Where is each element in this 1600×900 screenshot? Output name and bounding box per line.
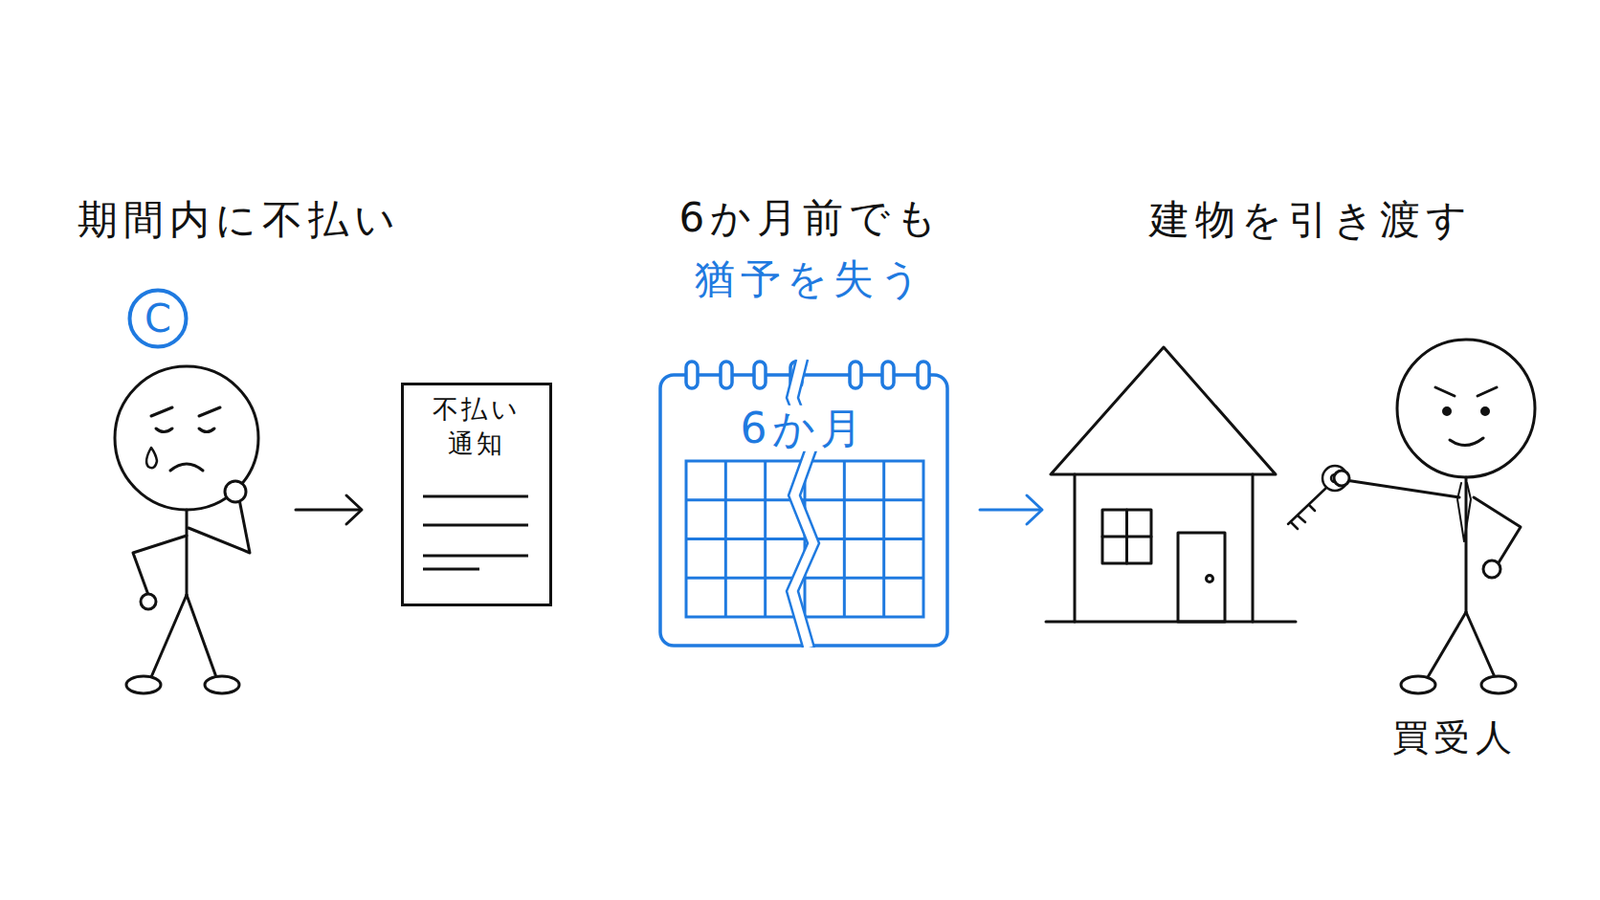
buyer-person bbox=[1333, 339, 1535, 694]
calendar-drawing bbox=[658, 359, 950, 648]
flow-arrow bbox=[979, 495, 1043, 525]
panel-title: 6か月前でも bbox=[678, 194, 942, 243]
node-text: C bbox=[144, 299, 172, 338]
panel-title: 猶予を失う bbox=[694, 255, 926, 304]
calendar: 6か月 bbox=[658, 359, 950, 648]
node-text: 6か月 bbox=[734, 405, 874, 452]
house bbox=[1045, 347, 1296, 623]
worried-person bbox=[114, 366, 259, 694]
node-text: 不払い 通知 bbox=[429, 392, 523, 463]
copyright-mark: C bbox=[127, 288, 189, 350]
panel-title: 建物を引き渡す bbox=[1149, 196, 1473, 245]
person-label: 買受人 bbox=[1392, 716, 1517, 761]
panel-title: 期間内に不払い bbox=[77, 196, 400, 245]
notice-document: 不払い 通知 bbox=[400, 382, 553, 607]
flow-arrow bbox=[295, 495, 362, 525]
